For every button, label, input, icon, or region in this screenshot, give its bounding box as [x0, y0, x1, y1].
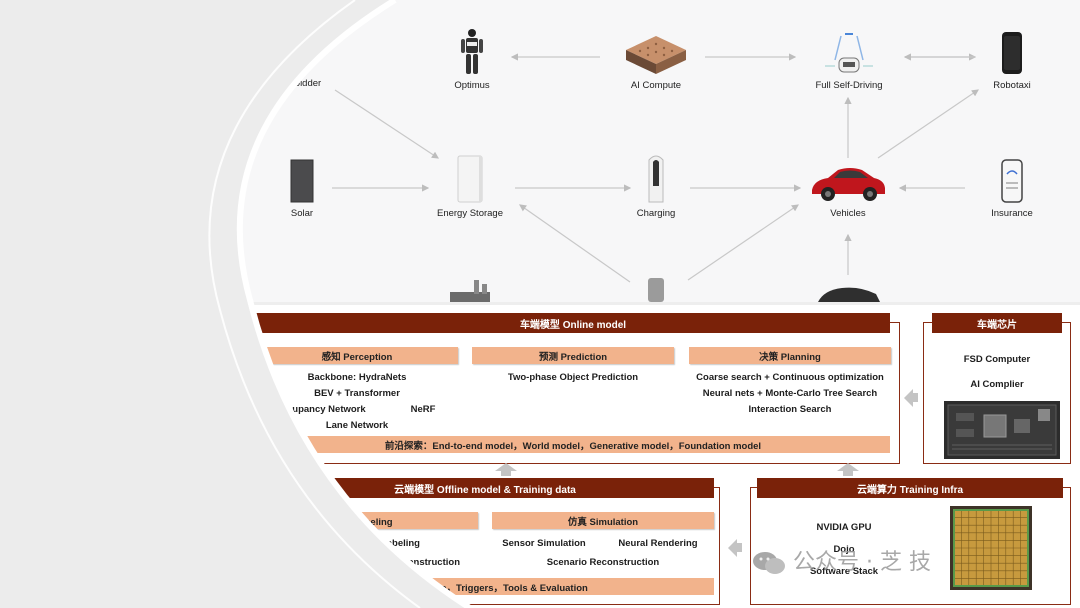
node-boring: oidder: [248, 30, 368, 89]
node-label: Insurance: [991, 208, 1033, 219]
node-solar: Solar: [242, 158, 362, 219]
node-fsd: Full Self-Driving: [789, 30, 909, 91]
infra-item: Dojo: [833, 544, 855, 555]
prediction-header: 预测 Prediction: [472, 347, 674, 364]
ecosystem-panel: oidder Optimus AI Compute: [0, 0, 1080, 302]
node-label: Vehicles: [830, 208, 866, 219]
shadow-mode-strip: Shadow mode，Triggers，Tools & Evaluation: [256, 578, 714, 595]
ecosystem-connectors: [332, 53, 979, 283]
node-charging: Charging: [596, 152, 716, 219]
chip-header: 车端芯片: [932, 313, 1062, 333]
offline-model-header: 云端模型 Offline model & Training data: [256, 478, 714, 498]
labeling-item: construction: [402, 557, 460, 568]
arrow-boring-storage: [334, 89, 440, 159]
phone-icon: [1002, 32, 1022, 74]
watermark-text: 公众号 · 芝 技: [793, 550, 931, 575]
prediction-item: Two-phase Object Prediction: [507, 372, 639, 383]
solar-panel-icon: [290, 159, 314, 203]
watermark: 公众号 · 芝 技: [752, 544, 931, 576]
perception-item: Backbone: HydraNets: [307, 372, 407, 383]
node-optimus: Optimus: [412, 28, 532, 91]
chip-item: FSD Computer: [963, 354, 1031, 365]
node-label: oidder: [294, 78, 322, 89]
arrow-up-icon: [837, 463, 859, 471]
perception-item: Occupancy Network: [274, 404, 366, 415]
node-energy-storage: Energy Storage: [410, 154, 530, 219]
perception-header: 感知 Perception: [256, 347, 458, 364]
training-infra-header: 云端算力 Training Infra: [757, 478, 1063, 498]
planning-item: Interaction Search: [748, 404, 832, 415]
planning-header: 决策 Planning: [689, 347, 891, 364]
node-label: Optimus: [454, 80, 490, 91]
node-label: Charging: [636, 208, 676, 219]
node-label: Energy Storage: [436, 208, 503, 219]
online-model-header: 车端模型 Online model: [256, 313, 890, 333]
simulation-item: Scenario Reconstruction: [546, 557, 660, 568]
dojo-tile-icon: [950, 506, 1032, 590]
arrow-left-icon: [904, 389, 913, 407]
perception-item: BEV + Transformer: [314, 388, 400, 399]
infra-item: NVIDIA GPU: [816, 522, 872, 533]
simulation-header: 仿真 Simulation: [492, 512, 714, 529]
boring-icon: [303, 50, 315, 60]
planning-item: Neural nets + Monte-Carlo Tree Search: [702, 388, 878, 399]
infra-item: Software Stack: [809, 566, 879, 577]
arrow-vehicles-robotaxi: [877, 89, 979, 159]
car-icon: [812, 168, 885, 201]
perception-item: NeRF: [410, 404, 436, 415]
simulation-item: Sensor Simulation: [502, 538, 586, 549]
wechat-icon: [753, 552, 785, 574]
cylinder-icon: [648, 278, 664, 302]
car-dark-icon: [818, 287, 880, 302]
arrow-left-icon: [728, 539, 737, 557]
powerwall-icon: [457, 155, 483, 203]
charger-icon: [648, 155, 664, 203]
chip-board-icon: [944, 401, 1060, 459]
node-robotaxi: Robotaxi: [952, 30, 1072, 91]
phone-app-icon: [1001, 159, 1023, 203]
robot-icon: [461, 29, 483, 74]
perception-item: Lane Network: [325, 420, 389, 431]
labeling-item: abeling: [386, 538, 420, 549]
node-vehicles: Vehicles: [788, 160, 908, 219]
node-label: AI Compute: [630, 80, 682, 91]
labeling-header: 注 Labeling: [256, 512, 478, 529]
node-label: Robotaxi: [993, 80, 1031, 91]
factory-icon: [450, 280, 490, 302]
planning-item: Coarse search + Continuous optimization: [696, 372, 884, 383]
simulation-item: Neural Rendering: [618, 538, 698, 549]
autopilot-icon: [825, 33, 873, 73]
node-ai-compute: AI Compute: [596, 34, 716, 91]
chip-item: AI Complier: [970, 379, 1024, 390]
frontier-strip: 前沿探索：End-to-end model，World model，Genera…: [256, 436, 890, 453]
compute-tile-icon: [626, 36, 686, 74]
node-insurance: Insurance: [952, 158, 1072, 219]
node-label: Solar: [290, 208, 314, 219]
node-label: Full Self-Driving: [815, 80, 883, 91]
arrow-up-icon: [495, 463, 517, 471]
